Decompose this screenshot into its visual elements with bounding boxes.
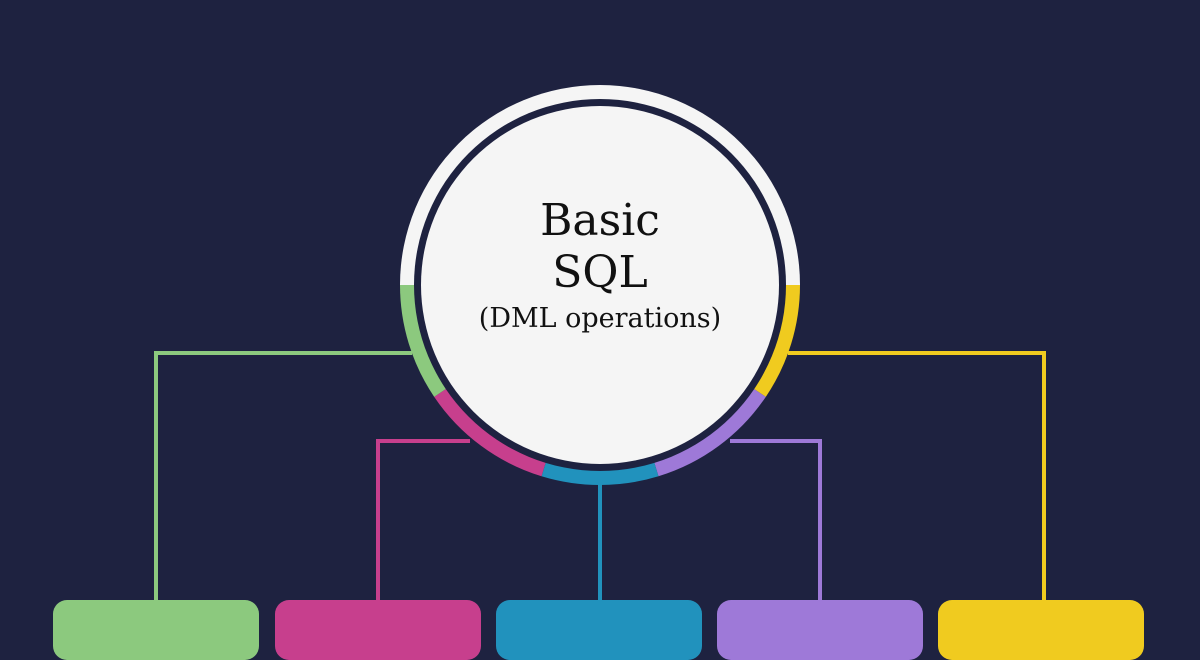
diagram-canvas — [154, 85, 1046, 602]
connector-yellow — [788, 351, 1046, 602]
box-blue — [496, 600, 702, 660]
center-circle — [421, 106, 779, 464]
connector-pink — [376, 439, 470, 602]
box-pink — [275, 600, 481, 660]
connector-purple — [730, 439, 822, 602]
center-title: Basic SQL (DML operations) — [420, 195, 780, 337]
title-line-sql: SQL — [552, 247, 648, 298]
box-green — [53, 600, 259, 660]
box-yellow — [938, 600, 1144, 660]
title-line-dml: (DML operations) — [478, 303, 722, 334]
connector-green — [154, 351, 412, 602]
box-purple — [717, 600, 923, 660]
title-line-basic: Basic — [540, 195, 660, 246]
